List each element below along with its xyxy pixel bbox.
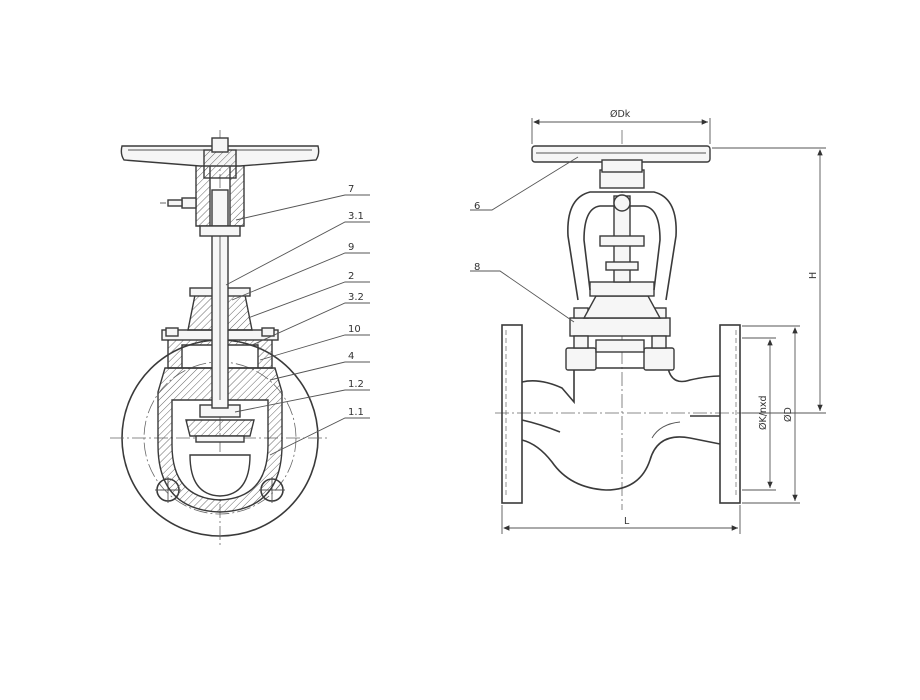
- sectional-view: 7 3.1 9 2 3.2 10 4 1.2 1.1: [110, 130, 370, 545]
- yoke-outline: [567, 191, 677, 301]
- part-label: 9: [348, 242, 354, 253]
- part-label: 2: [348, 271, 354, 282]
- bonnet-flange: [569, 317, 671, 337]
- dimension-lines: [501, 118, 826, 534]
- gland-flange: [589, 281, 655, 297]
- leader-8: [470, 270, 575, 323]
- dimension-k: ØK/nxd: [758, 395, 769, 430]
- bolt-nut: [565, 347, 597, 371]
- part-label: 3.2: [348, 292, 364, 303]
- right-flange: [719, 324, 741, 504]
- side-view: [470, 130, 755, 510]
- gland: [582, 295, 662, 319]
- part-leaders: [225, 194, 370, 456]
- dimension-h: H: [808, 272, 819, 279]
- part-label: 1.2: [348, 379, 364, 390]
- part-label: 6: [474, 201, 480, 212]
- part-label: 3.1: [348, 211, 364, 222]
- left-flange: [501, 324, 523, 504]
- body-top: [521, 367, 721, 405]
- part-label: 7: [348, 184, 354, 195]
- lube-fitting: [613, 194, 631, 212]
- valve-disc: [185, 419, 255, 437]
- bolt-nut: [643, 347, 675, 371]
- leader-6: [470, 156, 579, 211]
- dimension-d: ØD: [783, 407, 794, 422]
- dimension-l: L: [624, 516, 630, 527]
- part-label: 1.1: [348, 407, 364, 418]
- part-label: 10: [348, 324, 361, 335]
- part-label: 4: [348, 351, 354, 362]
- part-label: 8: [474, 262, 480, 273]
- dimension-dk: ØDk: [610, 109, 631, 120]
- body-bottom: [521, 436, 721, 491]
